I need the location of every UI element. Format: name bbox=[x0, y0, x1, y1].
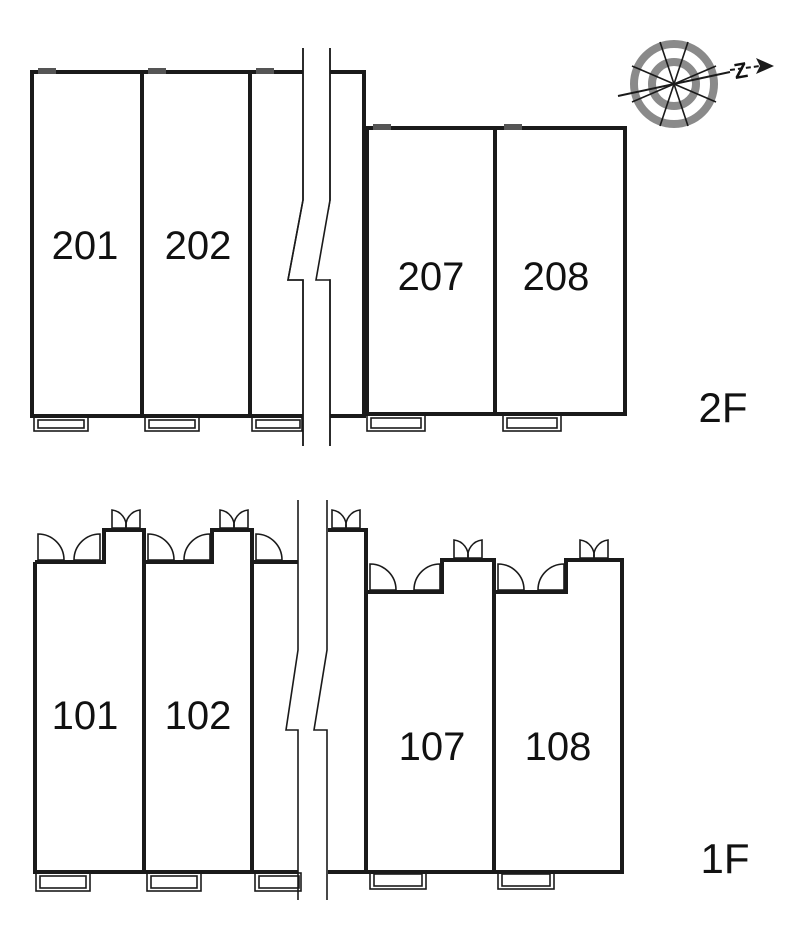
entrance-marks-1f bbox=[111, 509, 609, 559]
unit-206-partial bbox=[330, 70, 366, 418]
compass-icon: Z bbox=[617, 40, 774, 128]
balconies-2f bbox=[33, 414, 562, 432]
unit-102-outline bbox=[144, 528, 254, 874]
floor-2f: 201 202 207 208 2F bbox=[30, 48, 748, 446]
unit-203-partial bbox=[248, 70, 303, 418]
unit-103-partial bbox=[250, 560, 298, 874]
room-number-201: 201 bbox=[52, 224, 119, 268]
compass-north-letter: Z bbox=[732, 57, 750, 84]
unit-108-outline bbox=[494, 558, 624, 874]
break-line-right-1f bbox=[313, 500, 328, 900]
room-number-102: 102 bbox=[165, 694, 232, 738]
break-line-left-2f bbox=[287, 48, 304, 446]
doors-1f bbox=[37, 533, 565, 591]
floor-label-1f: 1F bbox=[700, 835, 749, 882]
balconies-1f bbox=[35, 870, 555, 892]
window-marks-2f bbox=[38, 68, 522, 130]
unit-106-partial bbox=[328, 528, 368, 874]
unit-101-outline bbox=[33, 528, 146, 874]
unit-107-outline bbox=[364, 558, 496, 874]
room-number-107: 107 bbox=[399, 725, 466, 769]
unit-208-outline bbox=[493, 126, 627, 416]
floor-label-2f: 2F bbox=[698, 384, 747, 431]
room-number-202: 202 bbox=[165, 224, 232, 268]
break-line-left-1f bbox=[285, 500, 299, 900]
room-number-207: 207 bbox=[398, 255, 465, 299]
room-number-101: 101 bbox=[52, 694, 119, 738]
floor-1f: 101 102 107 108 1F bbox=[33, 500, 750, 905]
room-number-208: 208 bbox=[523, 255, 590, 299]
room-number-108: 108 bbox=[525, 725, 592, 769]
